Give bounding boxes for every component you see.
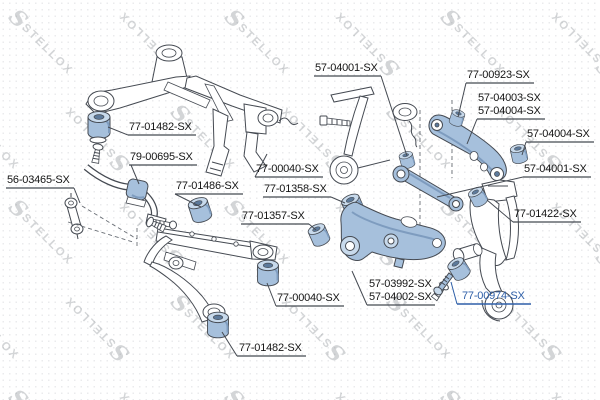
part-label-77-01422[interactable]: 77-01422-SX — [514, 208, 577, 220]
leader-line — [486, 199, 514, 223]
leader-line — [266, 282, 277, 307]
leader-line — [450, 281, 458, 305]
wheel-knuckle-drawing — [452, 179, 519, 322]
bushing-79-00695[interactable] — [125, 178, 149, 208]
part-label-77-01486[interactable]: 77-01486-SX — [176, 180, 239, 192]
rear-subframe-bottom-drawing — [143, 215, 278, 323]
leader-line — [254, 153, 268, 178]
leader-line — [380, 75, 408, 157]
leader-line — [351, 270, 368, 306]
leader-line — [521, 141, 527, 156]
leader-line — [174, 193, 202, 208]
shock-strut-drawing — [319, 86, 453, 256]
bushing-77-01482-bottom[interactable] — [206, 311, 230, 339]
part-label-57-04003[interactable]: 57-04003-SX — [478, 92, 541, 104]
bushing-77-01486[interactable] — [185, 194, 215, 226]
part-label-77-01358[interactable]: 77-01358-SX — [264, 183, 327, 195]
part-label-57-04001-top[interactable]: 57-04001-SX — [315, 62, 378, 74]
bushing-77-00040-bottom[interactable] — [256, 259, 280, 287]
part-label-57-04001-right[interactable]: 57-04001-SX — [524, 163, 587, 175]
part-label-79-00695[interactable]: 79-00695-SX — [130, 151, 193, 163]
leader-line — [73, 187, 81, 204]
part-label-57-04002[interactable]: 57-04002-SX — [369, 291, 432, 303]
leader-line — [308, 223, 317, 231]
part-label-77-00040-bottom[interactable]: 77-00040-SX — [277, 292, 340, 304]
rear-subframe-top-drawing — [85, 44, 299, 177]
bushing-77-01482-top[interactable] — [87, 110, 111, 165]
leader-line — [466, 118, 478, 145]
upper-control-arm-57-04003[interactable] — [428, 114, 507, 181]
lower-control-arm-57-03992[interactable] — [340, 201, 446, 269]
stabilizer-link-56-03465 — [64, 193, 138, 249]
part-label-77-01482-top[interactable]: 77-01482-SX — [129, 121, 192, 133]
leader-line — [130, 164, 140, 185]
part-label-77-00923[interactable]: 77-00923-SX — [467, 69, 530, 81]
part-label-77-01357[interactable]: 77-01357-SX — [242, 210, 305, 222]
leader-line — [330, 196, 346, 204]
leader-lines — [6, 75, 594, 357]
part-label-57-03992[interactable]: 57-03992-SX — [369, 278, 432, 290]
part-label-77-01482-bottom[interactable]: 77-01482-SX — [239, 342, 302, 354]
part-label-56-03465[interactable]: 56-03465-SX — [7, 174, 70, 186]
part-label-57-04004-upper[interactable]: 57-04004-SX — [478, 105, 541, 117]
leader-line — [457, 82, 467, 118]
bushing-77-00974[interactable] — [432, 254, 473, 296]
part-label-77-00974[interactable]: 77-00974-SX — [462, 290, 525, 302]
part-label-77-00040-top[interactable]: 77-00040-SX — [256, 163, 319, 175]
leader-line — [436, 176, 524, 198]
part-label-57-04004-right[interactable]: 57-04004-SX — [527, 128, 590, 140]
leader-line — [221, 331, 238, 357]
bushing-57-04004[interactable] — [508, 142, 530, 166]
track-rod-57-04001[interactable] — [392, 165, 464, 212]
leader-line — [107, 126, 129, 136]
